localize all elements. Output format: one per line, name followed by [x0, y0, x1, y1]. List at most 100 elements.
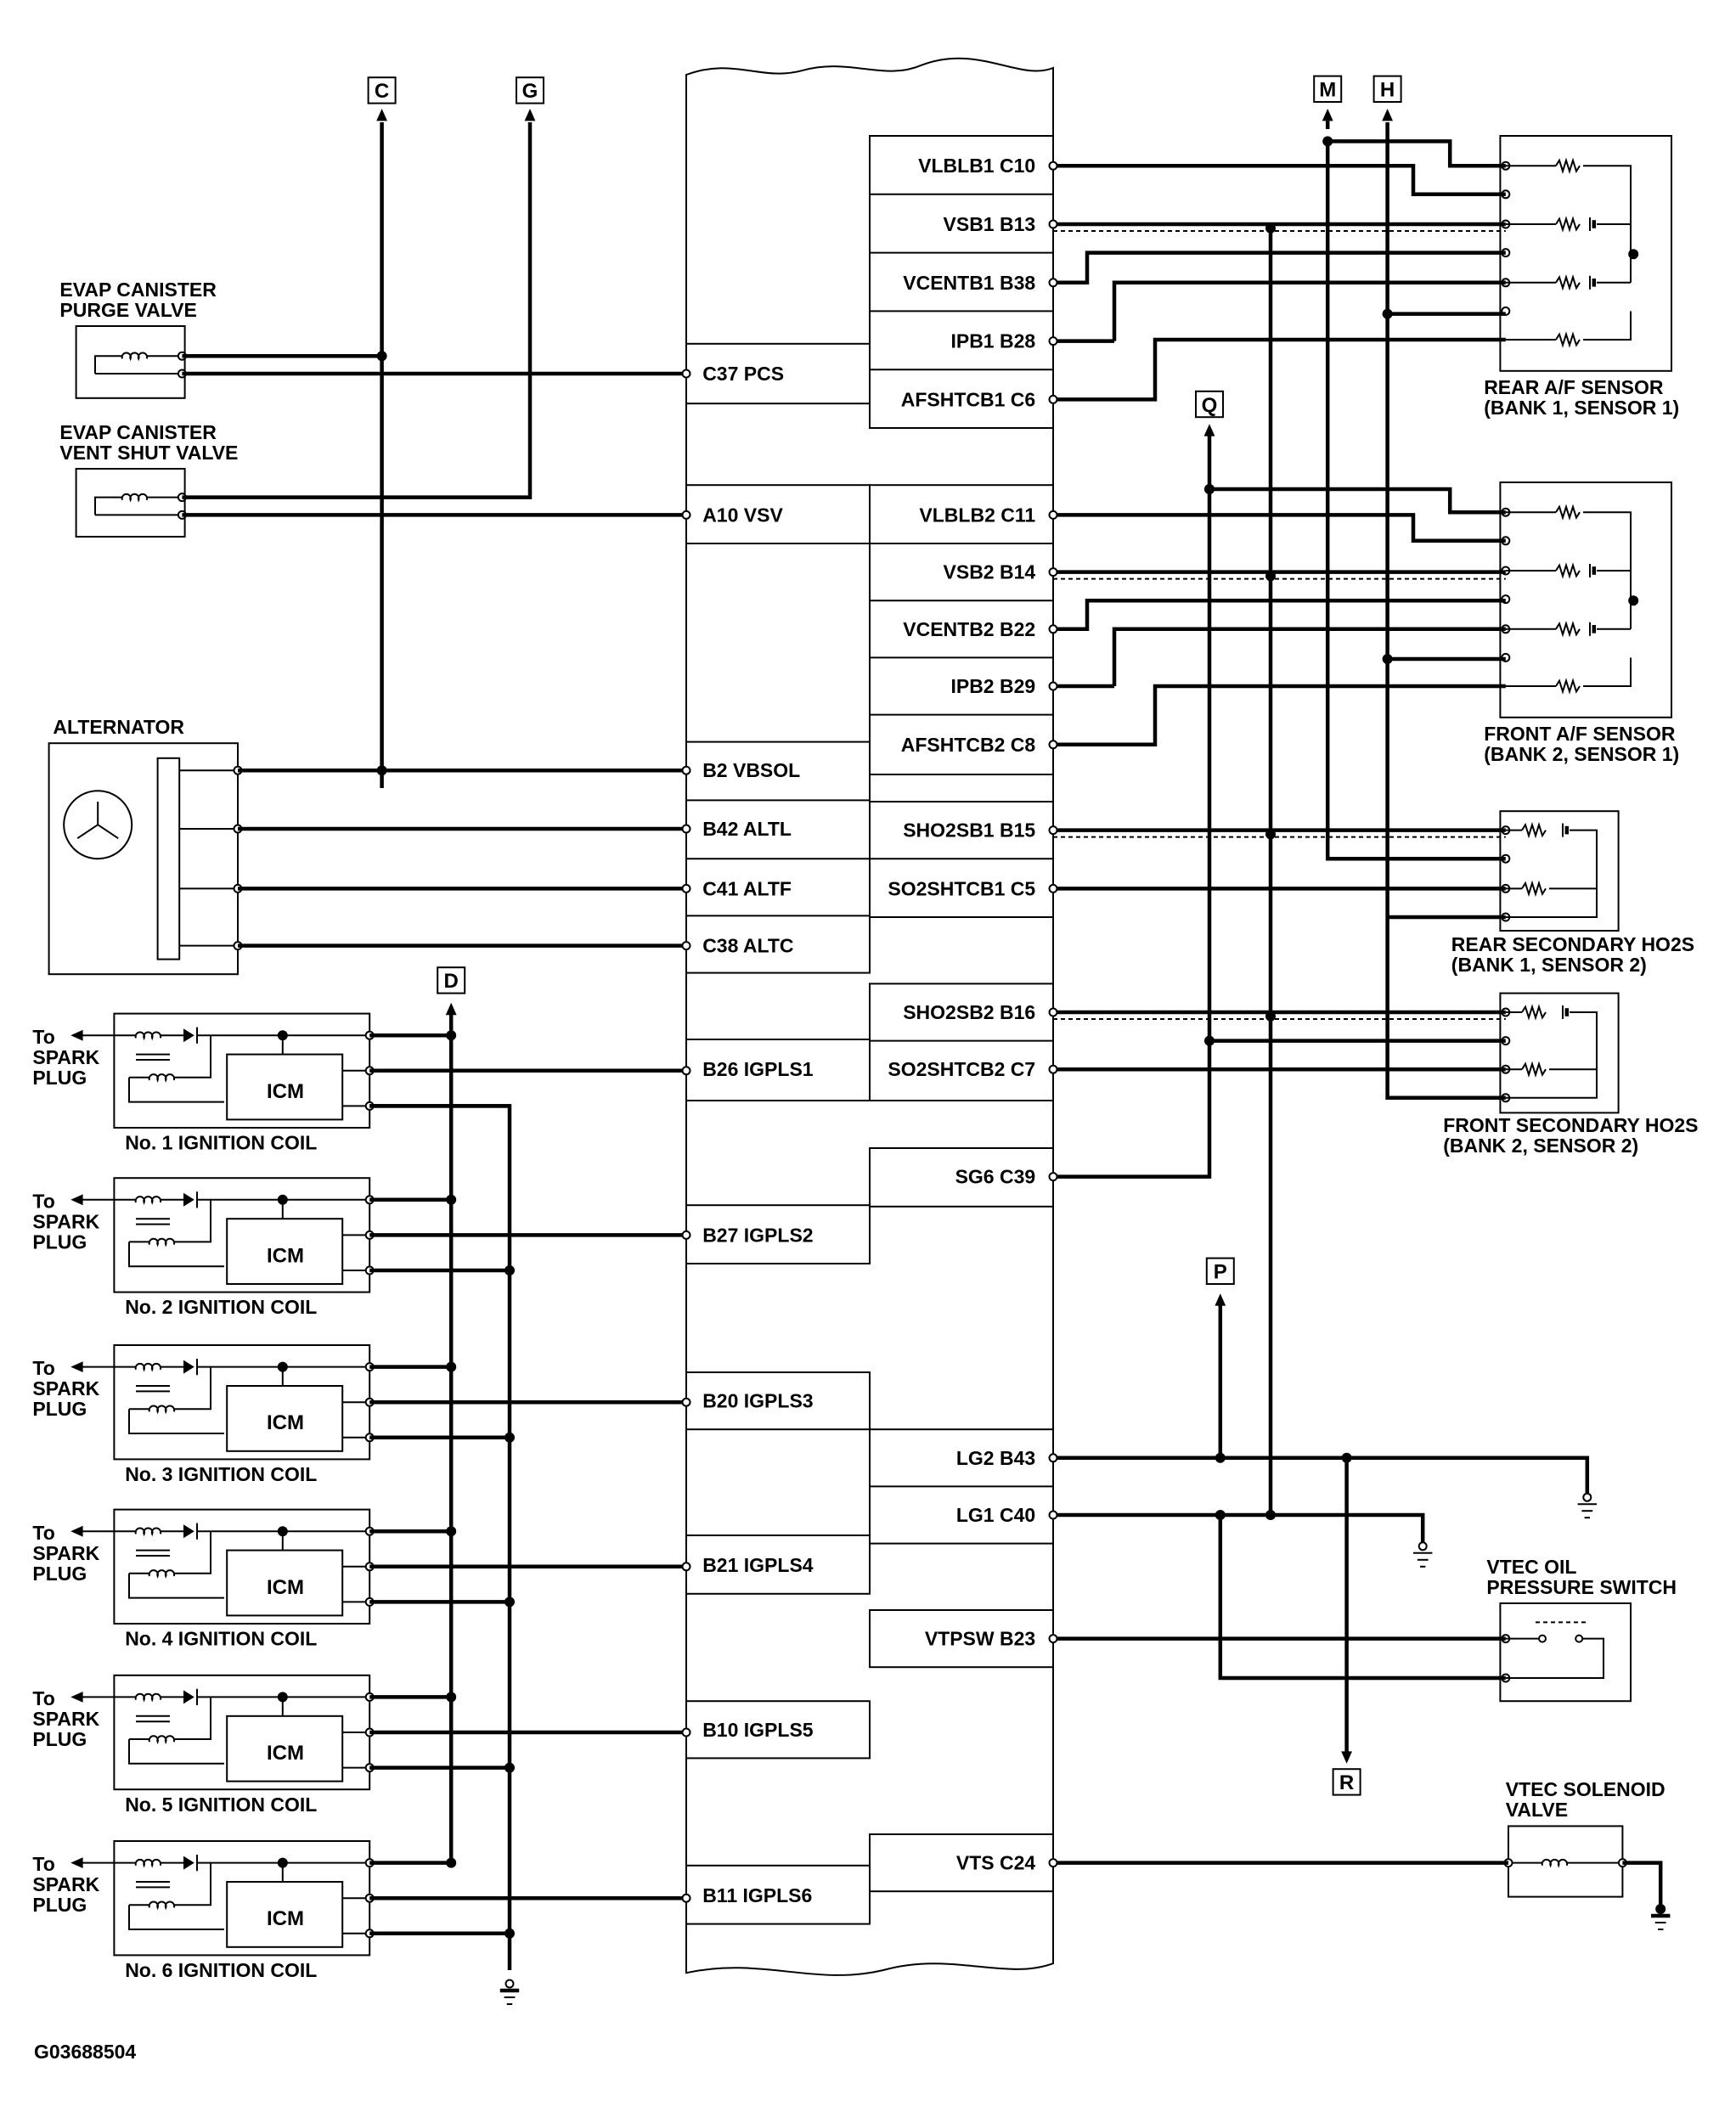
- to-spark-plug-label: PLUG: [32, 1398, 87, 1420]
- pin-label-left: B20 IGPLS3: [702, 1390, 813, 1412]
- wire: [94, 355, 122, 374]
- ecm-body: [685, 57, 1054, 1976]
- wire: [1053, 163, 1506, 197]
- to-spark-plug-label: SPARK: [32, 1377, 99, 1399]
- junction-dot: [1628, 595, 1639, 606]
- pin-label-right: VLBLB2 C11: [919, 504, 1035, 526]
- terminal: [681, 1230, 691, 1240]
- ignition-coil-1: [113, 1012, 371, 1129]
- coil-icon: [148, 1569, 176, 1579]
- coil-icon: [1541, 1858, 1569, 1868]
- component-label: ALTERNATOR: [53, 716, 184, 738]
- pin-label-left: B11 IGPLS6: [702, 1884, 812, 1906]
- connector-label: Q: [1202, 394, 1218, 417]
- connector-label: H: [1380, 79, 1395, 102]
- to-spark-plug-label: SPARK: [32, 1210, 99, 1232]
- connector-p: [1205, 1257, 1235, 1285]
- wire: [369, 1104, 512, 1970]
- resistor-icon: [1555, 562, 1581, 579]
- wire: [1112, 280, 1506, 341]
- terminal: [681, 883, 691, 893]
- pin-label-right: SHO2SB2 B16: [903, 1001, 1035, 1023]
- icm-module: [226, 1549, 344, 1617]
- pin-label-right: SO2SHTCB1 C5: [888, 877, 1035, 899]
- coil-icon: [134, 1031, 162, 1041]
- connector-c: [367, 76, 397, 104]
- icm-module: [226, 1053, 344, 1121]
- icm-label: ICM: [267, 1080, 304, 1103]
- junction-dot: [1265, 571, 1276, 582]
- junction-dot: [1265, 1011, 1276, 1022]
- wire: [1327, 139, 1506, 168]
- terminal: [1048, 681, 1058, 691]
- pin-label-left: B21 IGPLS4: [702, 1554, 814, 1576]
- ignition-coil-label: No. 3 IGNITION COIL: [125, 1463, 317, 1485]
- connector-r: [1332, 1768, 1361, 1796]
- junction-dot: [277, 1692, 288, 1703]
- pin-label-left: C37 PCS: [702, 363, 784, 385]
- arrow-icon: [70, 1692, 83, 1703]
- terminal: [1048, 1007, 1058, 1017]
- icm-label: ICM: [267, 1576, 304, 1599]
- to-spark-plug-label: PLUG: [32, 1067, 87, 1089]
- rear-secondary-ho2s: [1499, 810, 1620, 932]
- icm-label: ICM: [267, 1411, 304, 1434]
- pin-label-right: VTS C24: [956, 1852, 1036, 1874]
- arrow-icon: [70, 1194, 83, 1206]
- junction-dot: [1204, 484, 1215, 494]
- diode-icon: [183, 1028, 194, 1043]
- wire: [128, 1905, 224, 1930]
- figure-id: G03688504: [34, 2041, 136, 2063]
- wire: [1325, 141, 1506, 861]
- wire: [1053, 435, 1212, 1179]
- terminal: [1048, 624, 1058, 634]
- pin-label-left: B10 IGPLS5: [702, 1719, 814, 1741]
- junction-dot: [376, 765, 387, 776]
- terminal: [1048, 883, 1058, 893]
- switch-contact-icon: [1538, 1634, 1547, 1643]
- connector-m: [1313, 75, 1343, 103]
- pin-label-right: SG6 C39: [955, 1166, 1036, 1188]
- pin-label-left: C41 ALTF: [702, 877, 792, 899]
- ignition-coil-label: No. 2 IGNITION COIL: [125, 1296, 317, 1318]
- connector-label: P: [1214, 1261, 1227, 1284]
- terminal: [1048, 510, 1058, 520]
- pin-label-left: B42 ALTL: [702, 818, 792, 840]
- connector-d: [437, 966, 466, 994]
- pin-label-right: AFSHTCB2 C8: [901, 734, 1036, 756]
- coil-icon: [148, 1901, 176, 1911]
- wire: [173, 1531, 211, 1574]
- pin-group-left: [685, 741, 871, 974]
- ignition-coil-label: No. 5 IGNITION COIL: [125, 1794, 317, 1816]
- to-spark-plug-label: PLUG: [32, 1894, 87, 1916]
- terminal: [1048, 825, 1058, 836]
- pin-label-right: AFSHTCB1 C6: [901, 388, 1035, 410]
- arrow-icon: [1322, 109, 1333, 121]
- resistor-icon: [1555, 157, 1581, 174]
- component-label: VENT SHUT VALVE: [59, 442, 238, 464]
- arrow-icon: [445, 1002, 457, 1016]
- terminal: [681, 1066, 691, 1076]
- pin-label-left: B26 IGPLS1: [702, 1058, 814, 1080]
- terminal: [681, 824, 691, 834]
- component-label: (BANK 2, SENSOR 2): [1443, 1135, 1638, 1157]
- icm-label: ICM: [267, 1742, 304, 1765]
- to-spark-plug-label: SPARK: [32, 1708, 99, 1730]
- ignition-coil-5: [113, 1674, 371, 1791]
- diode-icon: [183, 1192, 194, 1207]
- alternator-icon: [76, 824, 99, 840]
- arrow-icon: [1203, 424, 1215, 436]
- resistor-icon: [1555, 331, 1581, 348]
- pin-label-right: LG1 C40: [956, 1504, 1035, 1526]
- junction-dot: [1265, 222, 1276, 234]
- arrow-icon: [70, 1857, 83, 1868]
- terminal: [1048, 278, 1058, 288]
- wire: [128, 1077, 224, 1103]
- wire: [173, 1199, 211, 1243]
- wire: [94, 496, 122, 515]
- wire: [1112, 627, 1506, 686]
- pin-label-right: VTPSW B23: [925, 1628, 1035, 1650]
- component-label: (BANK 1, SENSOR 1): [1484, 397, 1679, 419]
- alternator-icon: [97, 824, 119, 840]
